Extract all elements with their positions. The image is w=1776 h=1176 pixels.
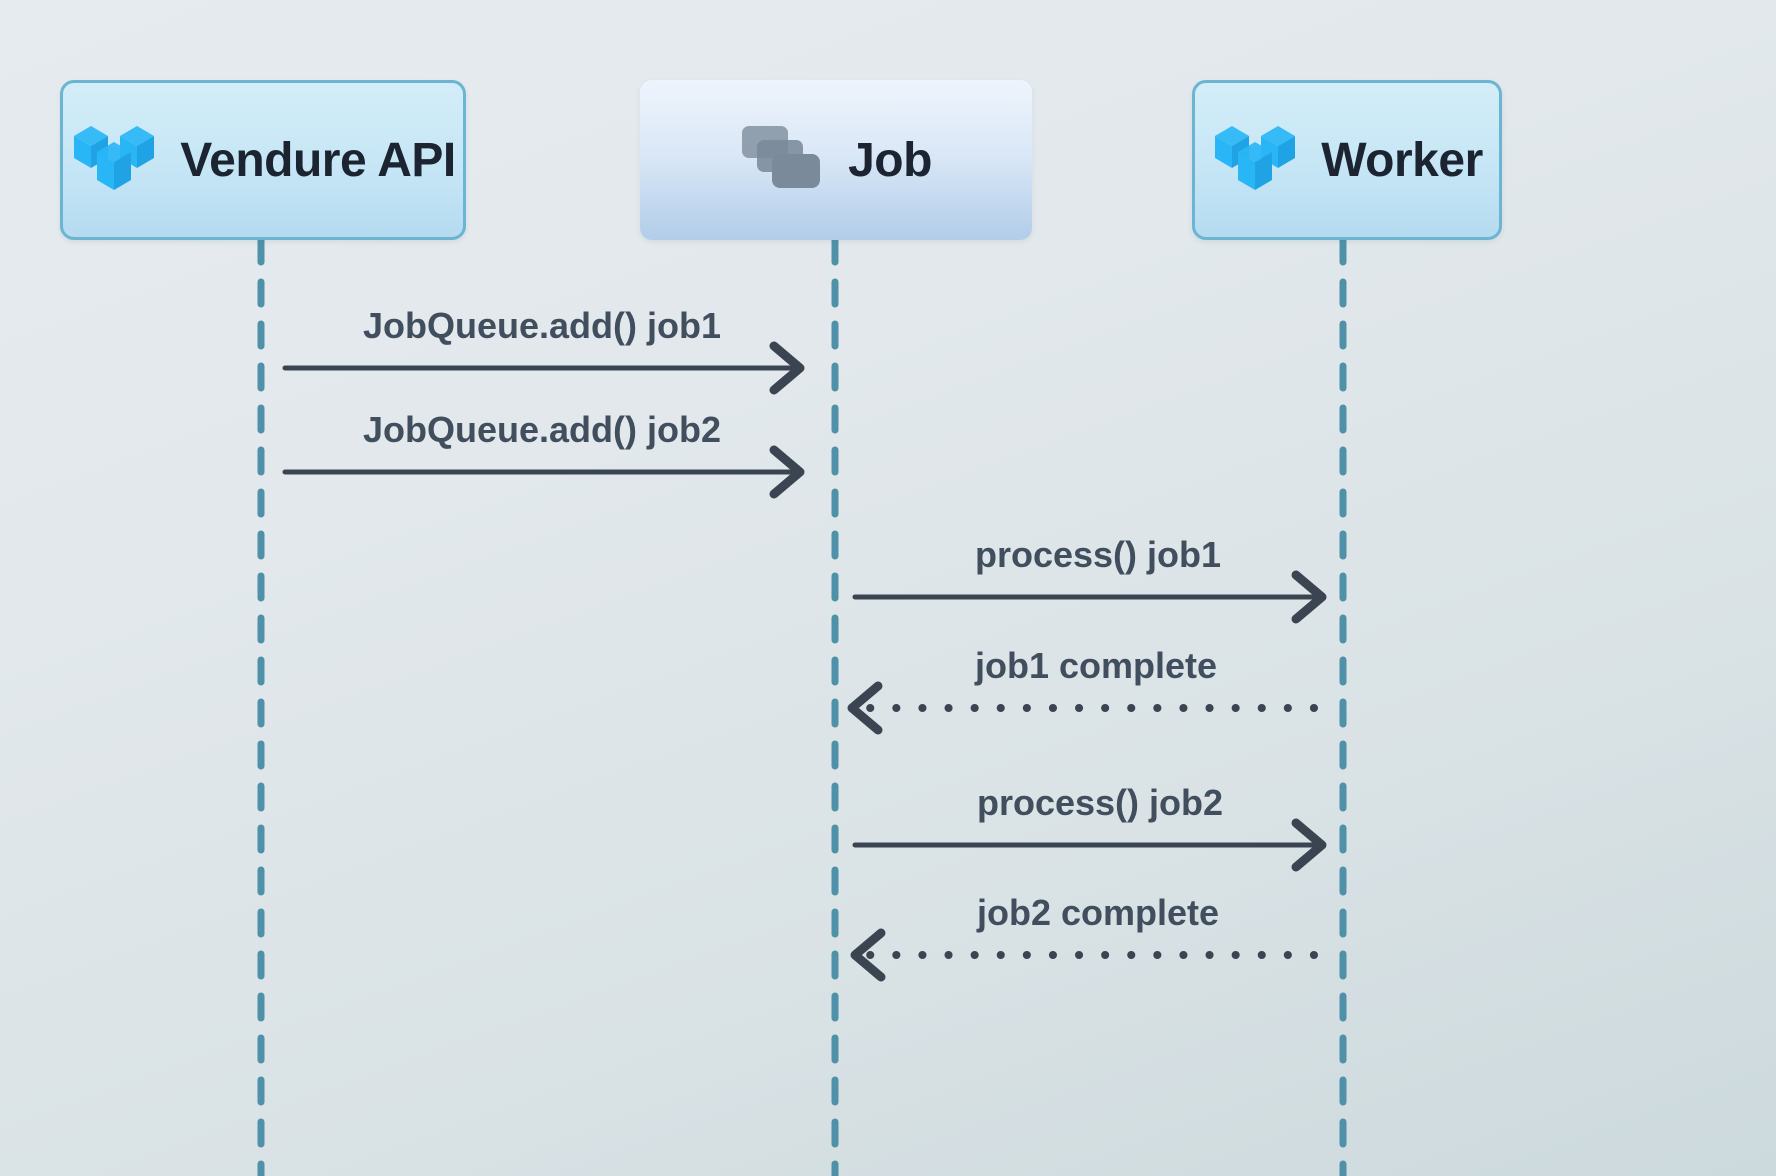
- vendure-cubes-logo-icon: [70, 120, 158, 201]
- message-arrows-group: [282, 341, 1327, 982]
- message-arrow-msg-4: [847, 681, 1318, 735]
- stacked-cards-icon: [740, 120, 826, 201]
- message-arrow-msg-2: [282, 445, 805, 499]
- message-label-msg-3: process() job1: [974, 534, 1222, 575]
- message-arrow-msg-1: [282, 341, 805, 395]
- participant-label-vendure-api: Vendure API: [180, 133, 456, 187]
- participant-box-worker[interactable]: Worker: [1192, 80, 1502, 240]
- message-arrow-msg-5: [852, 818, 1327, 872]
- participant-box-vendure-api[interactable]: Vendure API: [60, 80, 466, 240]
- message-label-msg-4: job1 complete: [974, 645, 1218, 686]
- message-label-msg-2: JobQueue.add() job2: [362, 409, 722, 450]
- message-label-msg-6: job2 complete: [976, 892, 1220, 933]
- participant-label-worker: Worker: [1321, 133, 1483, 187]
- vendure-cubes-logo-icon: [1211, 120, 1299, 201]
- arrowhead-msg-1: [769, 341, 805, 395]
- message-arrow-msg-6: [850, 928, 1318, 982]
- message-label-msg-5: process() job2: [976, 782, 1224, 823]
- participant-label-job: Job: [848, 133, 932, 187]
- arrowhead-msg-6: [850, 928, 886, 982]
- vendure-cubes-logo-icon: [1215, 125, 1296, 190]
- arrowhead-msg-5: [1291, 818, 1327, 872]
- message-label-msg-1: JobQueue.add() job1: [362, 305, 722, 346]
- lifelines-group: [257, 236, 1347, 1176]
- vendure-cubes-logo-icon: [74, 125, 155, 190]
- arrowhead-msg-3: [1291, 570, 1327, 624]
- arrowhead-msg-4: [847, 681, 883, 735]
- participant-box-job[interactable]: Job: [640, 80, 1032, 240]
- message-arrow-msg-3: [852, 570, 1327, 624]
- stacked-cards-icon: [742, 125, 821, 188]
- arrowhead-msg-2: [769, 445, 805, 499]
